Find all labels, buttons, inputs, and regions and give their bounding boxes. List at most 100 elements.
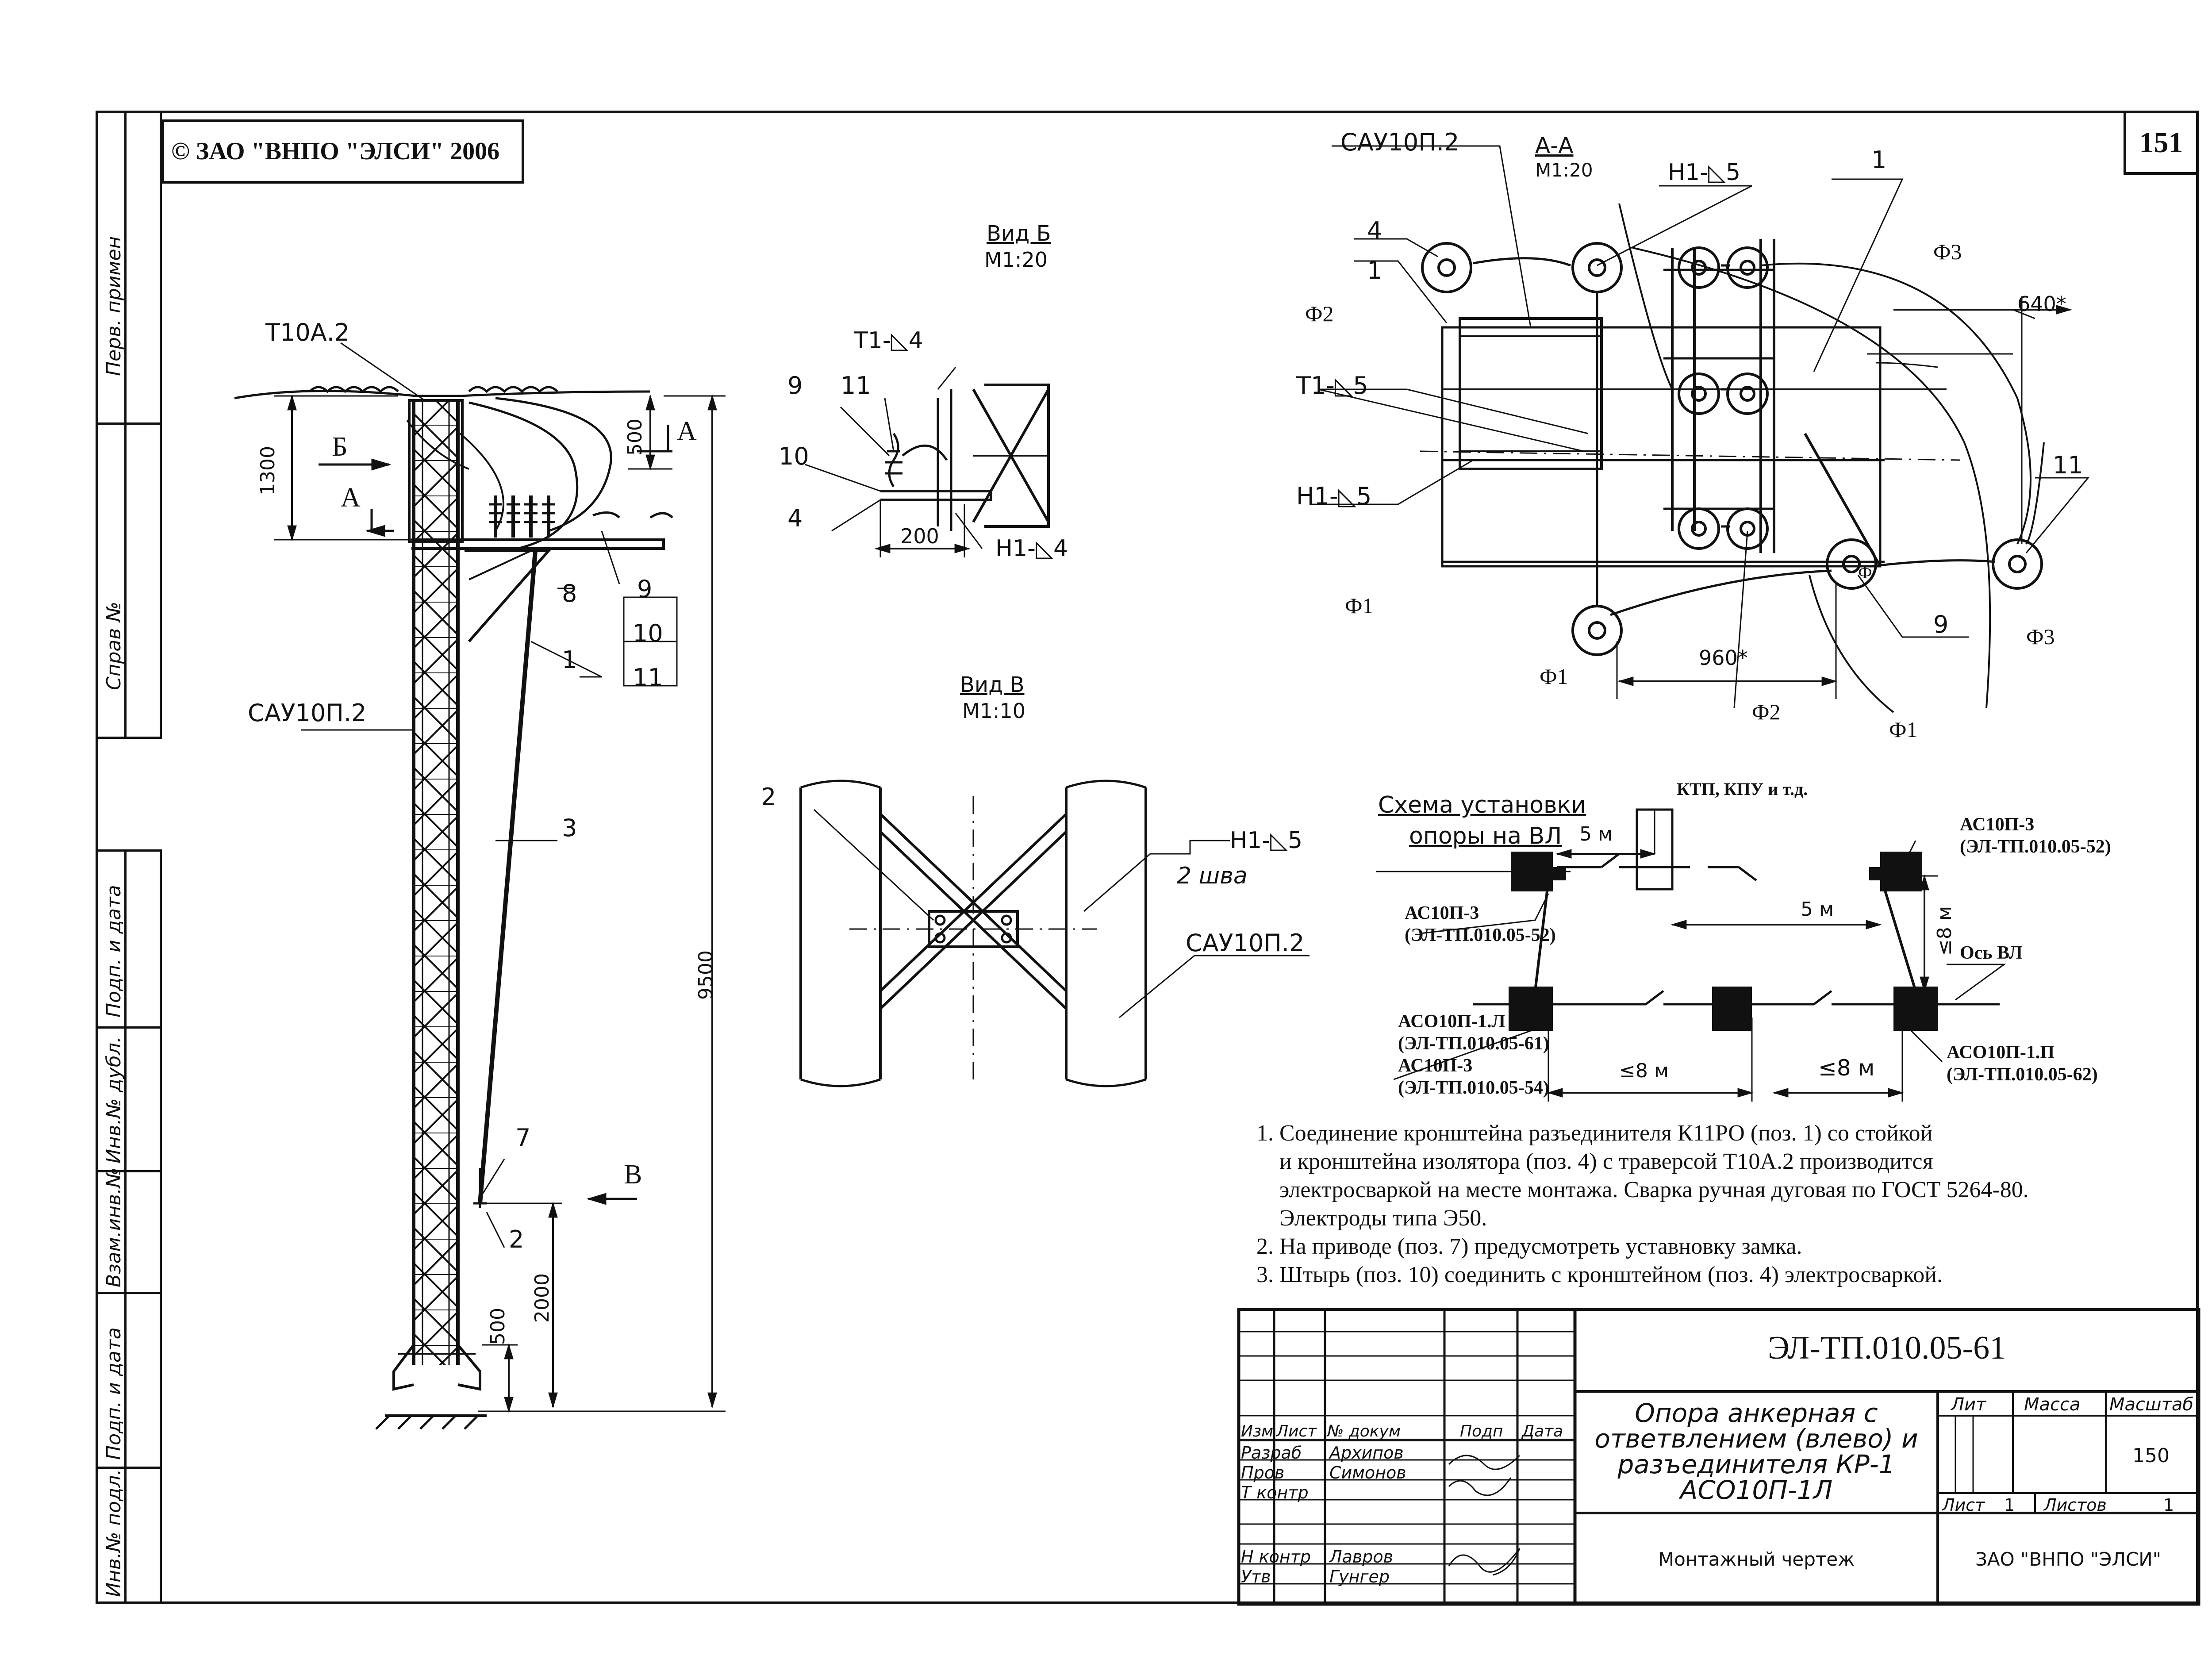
scheme-dim-8m-a: ≤8 м xyxy=(1619,1060,1669,1082)
view-v-sau: САУ10П.2 xyxy=(1186,929,1305,957)
scheme-dim-8m-b: ≤8 м xyxy=(1818,1055,1875,1081)
hdr-data: Дата xyxy=(1522,1422,1563,1440)
pos-3: 3 xyxy=(562,814,577,842)
dim-500-bottom: 500 xyxy=(487,1308,509,1345)
view-b-title: Вид Б xyxy=(987,221,1051,246)
hdr-ndoc: № докум xyxy=(1327,1422,1401,1440)
scheme-as10p3-right: АС10П-3 xyxy=(1960,814,2035,835)
page-number-box: 151 xyxy=(2124,111,2199,175)
doc-code: ЭЛ-ТП.010.05-61 xyxy=(1767,1330,2006,1366)
scheme-devices xyxy=(1509,852,1938,1031)
section-aa-f3-top: Ф3 xyxy=(1933,239,1962,264)
scheme-dim-5m-top: 5 м xyxy=(1579,823,1613,845)
view-v-pos-2: 2 xyxy=(761,783,776,811)
pos-7: 7 xyxy=(515,1124,531,1152)
scheme-as10p3-bottom: АС10П-3 xyxy=(1398,1056,1473,1076)
listov-label: Листов xyxy=(2044,1495,2107,1515)
section-aa-h1: Н1-◺5 xyxy=(1296,482,1372,510)
razrab-label: Разраб xyxy=(1241,1443,1302,1463)
utv-label: Утв xyxy=(1241,1567,1271,1586)
section-aa-pos-1-left: 1 xyxy=(1367,257,1382,284)
notes-block: 1. Соединение кронштейна разъединителя К… xyxy=(1256,1119,2029,1289)
elevation-view xyxy=(234,342,726,1430)
pos-2: 2 xyxy=(509,1225,524,1253)
view-v-weld: Н1-◺5 xyxy=(1230,827,1303,854)
scheme-dim-5m-mid: 5 м xyxy=(1801,898,1834,921)
view-v-weld-note: 2 шва xyxy=(1177,863,1248,889)
view-v xyxy=(799,780,1310,1087)
pos-1: 1 xyxy=(562,646,577,674)
section-aa-f1-bottom-right: Ф1 xyxy=(1889,717,1918,742)
view-v-scale: М1:10 xyxy=(962,699,1025,723)
side-narrow-col-top xyxy=(96,111,127,739)
note-line: Электроды типа Э50. xyxy=(1256,1206,1487,1231)
list-label: Лист xyxy=(1942,1495,1985,1515)
section-aa-sau: САУ10П.2 xyxy=(1340,128,1459,156)
pos-8: 8 xyxy=(562,580,577,607)
section-aa-dim-640: 640* xyxy=(2017,292,2066,316)
hdr-izm: Изм xyxy=(1241,1422,1274,1440)
dim-500-top: 500 xyxy=(624,419,646,456)
scheme-as10p3-left: АС10П-3 xyxy=(1405,903,1479,923)
section-aa-f2-bottom: Ф2 xyxy=(1752,699,1781,724)
dim-9500: 9500 xyxy=(695,950,717,1000)
scheme-aso-p: АСО10П-1.П xyxy=(1947,1042,2055,1063)
company-name: ЗАО "ВНПО "ЭЛСИ" xyxy=(1975,1548,2162,1570)
nkontr-label: Н контр xyxy=(1241,1547,1311,1567)
note-line: 2. На приводе (поз. 7) предусмотреть уст… xyxy=(1256,1234,1802,1259)
tkontr-label: Т контр xyxy=(1241,1483,1309,1502)
scheme-title-2: опоры на ВЛ xyxy=(1409,823,1562,849)
doc-title-line: Опора анкерная с xyxy=(1635,1398,1878,1428)
arrow-label-a-left: А xyxy=(341,483,361,513)
scheme-aso-l: АСО10П-1.Л xyxy=(1398,1011,1505,1032)
section-aa-pos-11: 11 xyxy=(2053,451,2083,479)
scheme-title-1: Схема установки xyxy=(1378,792,1586,818)
section-aa-f3-right: Ф3 xyxy=(2026,624,2055,649)
view-b-dim-200: 200 xyxy=(900,524,939,548)
scheme-as10p3-bottom-code: (ЭЛ-ТП.010.05-54) xyxy=(1398,1078,1549,1098)
dim-1300: 1300 xyxy=(257,446,279,495)
section-aa-pos-4: 4 xyxy=(1367,217,1382,245)
doc-title-line: разъединителя КР-1 xyxy=(1617,1449,1895,1479)
nkontr-name: Лавров xyxy=(1329,1547,1394,1567)
doc-title-line: АСО10П-1Л xyxy=(1680,1475,1833,1505)
hdr-podp: Подп xyxy=(1460,1422,1503,1440)
doc-type: Монтажный чертеж xyxy=(1658,1548,1855,1570)
scheme-axis: Ось ВЛ xyxy=(1960,943,2023,963)
title-block-grid xyxy=(1237,1308,2200,1606)
doc-title: Опора анкерная с ответвлением (влево) и … xyxy=(1584,1400,1929,1503)
utv-name: Гунгер xyxy=(1329,1567,1390,1586)
section-aa-title: А-А xyxy=(1535,133,1574,158)
section-aa-f2-left: Ф2 xyxy=(1305,301,1334,326)
arrow-label-b: Б xyxy=(332,432,348,462)
scheme-dim-8m-vertical: ≤8 м xyxy=(1933,906,1956,956)
section-aa-f-small: Ф xyxy=(1858,562,1872,582)
pos-9: 9 xyxy=(637,575,653,603)
scale-value: 150 xyxy=(2132,1444,2170,1467)
section-aa-f1-bottom: Ф1 xyxy=(1540,664,1568,689)
listov-value: 1 xyxy=(2163,1495,2174,1515)
side-cell-3 xyxy=(96,1292,162,1469)
prov-label: Пров xyxy=(1241,1463,1285,1482)
section-aa-dim-960: 960* xyxy=(1699,646,1748,670)
view-b-pos-4: 4 xyxy=(787,504,803,532)
copyright-text: © ЗАО "ВНПО "ЭЛСИ" 2006 xyxy=(171,138,500,165)
view-b-scale: М1:20 xyxy=(984,248,1048,272)
scheme-as10p3-right-code: (ЭЛ-ТП.010.05-52) xyxy=(1960,837,2111,857)
label-t10a2: Т10А.2 xyxy=(265,319,350,346)
scheme-as10p3-left-code: (ЭЛ-ТП.010.05-52) xyxy=(1405,925,1556,945)
pos-10: 10 xyxy=(633,619,663,647)
view-b-weld-bottom: Н1-◺4 xyxy=(995,535,1068,562)
scheme-ktp: КТП, КПУ и т.д. xyxy=(1677,779,1808,799)
side-cell-2 xyxy=(96,1026,162,1172)
note-line: 3. Штырь (поз. 10) соединить с кронштейн… xyxy=(1256,1262,1943,1287)
view-v-title: Вид В xyxy=(960,672,1025,697)
section-aa xyxy=(1310,145,2090,713)
note-line: и кронштейна изолятора (поз. 4) с травер… xyxy=(1256,1149,1933,1174)
section-aa-pos-9: 9 xyxy=(1933,611,1949,638)
section-aa-pos-1-top: 1 xyxy=(1871,146,1887,174)
side-narrow-col xyxy=(96,849,127,1604)
list-value: 1 xyxy=(2004,1495,2015,1515)
